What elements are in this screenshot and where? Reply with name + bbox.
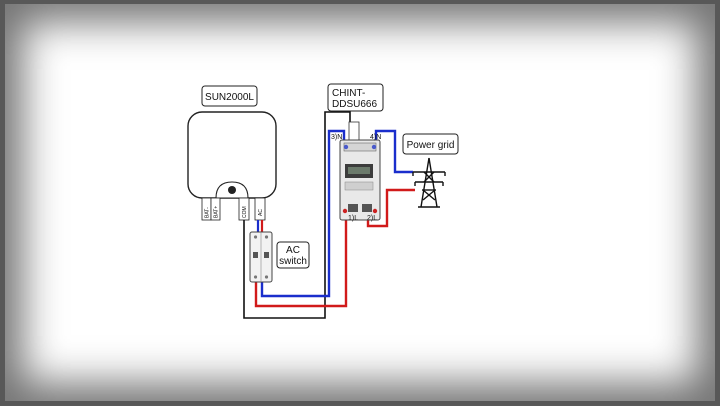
meter-terminal-4n: 4)N <box>370 134 381 141</box>
meter-body <box>339 139 381 221</box>
port-bat-plus-label: BAT+ <box>214 206 220 218</box>
live-wire-switch-meter <box>254 216 348 308</box>
ac-switch-label-line2: switch <box>279 256 307 267</box>
meter-terminal-1l: 1)L <box>348 215 358 222</box>
port-ac <box>254 197 266 221</box>
comm-wire <box>243 111 351 319</box>
port-bat-plus <box>210 197 221 221</box>
inverter-label: SUN2000L <box>205 92 254 103</box>
meter-label-line2: DDSU666 <box>332 99 377 110</box>
grid-label-box <box>402 133 459 155</box>
wires <box>243 111 415 319</box>
meter-label-line1: CHINT- <box>332 88 365 99</box>
grid-label: Power grid <box>407 140 455 151</box>
live-wire-meter-grid <box>366 188 415 228</box>
neutral-wire-switch-meter <box>260 129 346 298</box>
energy-meter: CHINT- DDSU666 3)N 4)N 1)L 2)L <box>327 83 384 222</box>
wiring-diagram: SUN2000L BAT- BAT+ COM AC <box>187 83 459 319</box>
port-com-label: COM <box>242 206 248 218</box>
port-bat-minus-label: BAT- <box>205 207 211 218</box>
inverter-label-box <box>201 85 258 107</box>
ac-switch-label-line1: AC <box>286 245 300 256</box>
inverter: SUN2000L BAT- BAT+ COM AC <box>187 85 277 221</box>
power-grid: Power grid <box>402 133 459 208</box>
meter-terminal-3n: 3)N <box>331 134 342 141</box>
meter-label-box <box>327 83 384 112</box>
meter-terminal-2l: 2)L <box>367 215 377 222</box>
ac-switch: AC switch <box>249 231 310 283</box>
inverter-logo-icon <box>228 186 236 194</box>
port-ac-label: AC <box>258 209 264 216</box>
neutral-wire-meter-grid <box>374 129 413 174</box>
diagram-canvas: SUN2000L BAT- BAT+ COM AC <box>5 4 715 401</box>
transmission-tower-icon <box>412 157 446 208</box>
ac-switch-label-box <box>276 241 310 269</box>
